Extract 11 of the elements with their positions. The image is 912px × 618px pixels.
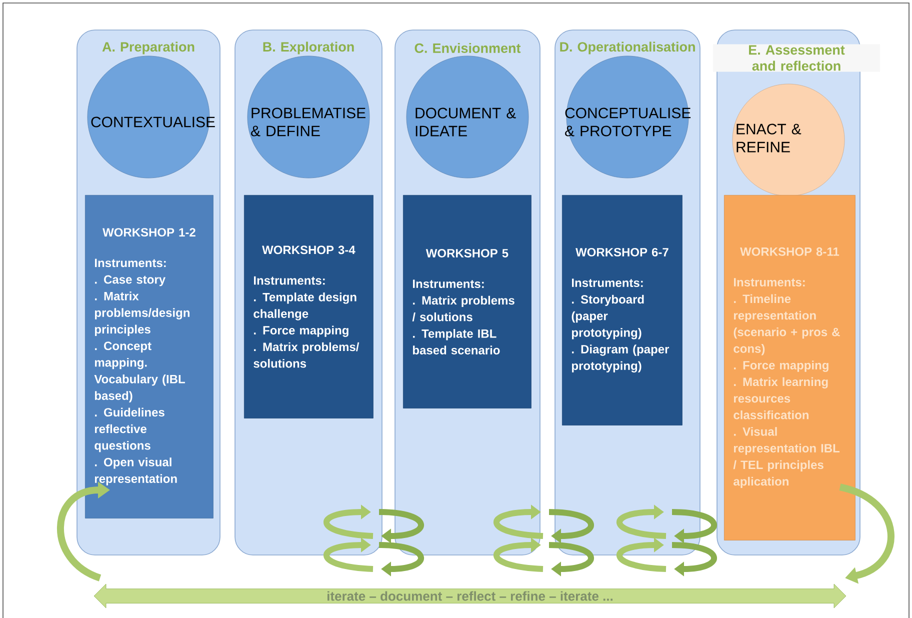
- double-arrow-band: iterate – document – reflect – refine – iterate ...: [94, 584, 846, 608]
- workshop-box: WORKSHOP 8-11 Instruments: . Timeline representation (scenario + pros & cons) . Force mapping . Matrix learning resources classification . Visual representation IBL / TEL principles aplication: [724, 195, 856, 540]
- phase-heading: D. Operationalisation: [560, 42, 695, 54]
- phase-heading: E. Assessment and reflection: [713, 44, 880, 72]
- phase-heading: A. Preparation: [102, 42, 194, 54]
- workshop-box: WORKSHOP 6-7 Instruments: . Storyboard (paper prototyping) . Diagram (paper prototyping): [562, 195, 682, 426]
- phase-heading: C. Envisionment: [414, 43, 521, 53]
- workshop-box: WORKSHOP 3-4 Instruments: . Template design challenge . Force mapping . Matrix problems/ solutions: [244, 195, 374, 418]
- phase-heading: B. Exploration: [263, 42, 354, 54]
- workshop-box: WORKSHOP 5 Instruments: . Matrix problems / solutions . Template IBL based scenario: [403, 195, 532, 408]
- workshop-box: WORKSHOP 1-2 Instruments: . Case story . Matrix problems/design principles . Concept mapping. Vocabulary (IBL based) . Guidelines reflective questions . Open visual representation: [85, 195, 214, 518]
